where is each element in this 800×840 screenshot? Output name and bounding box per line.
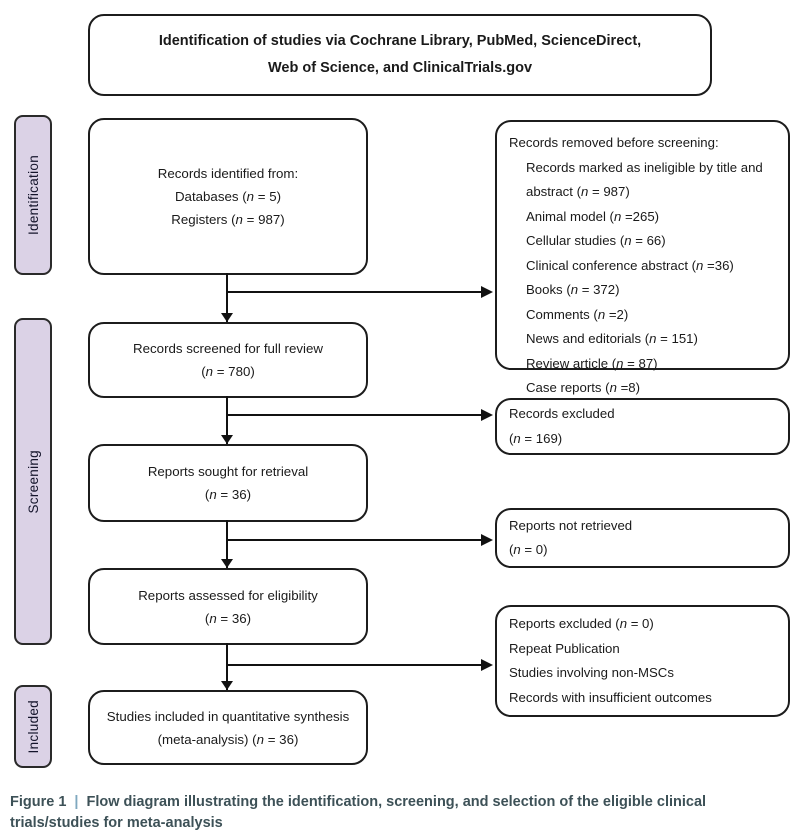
exclusion-box-line: Repeat Publication bbox=[509, 640, 620, 656]
title-box: Identification of studies via Cochrane L… bbox=[88, 14, 712, 96]
arrowhead-down-icon bbox=[221, 559, 233, 568]
exclusion-box-reports-not-retrieved: Reports not retrieved (n = 0) bbox=[495, 508, 790, 568]
arrowhead-right-icon bbox=[481, 659, 493, 671]
connector-vertical-3 bbox=[226, 520, 228, 568]
stage-label-identification: Identification bbox=[14, 115, 52, 275]
connector-vertical-2 bbox=[226, 396, 228, 444]
connector-vertical-1 bbox=[226, 273, 228, 322]
exclusion-box-records-excluded: Records excluded (n = 169) bbox=[495, 398, 790, 455]
flow-box-line: Reports sought for retrieval bbox=[147, 464, 309, 479]
exclusion-box-line: Records with insufficient outcomes bbox=[509, 689, 712, 705]
exclusion-box-line: Records excluded bbox=[509, 406, 615, 421]
figure-caption-label: Figure 1 bbox=[10, 794, 67, 810]
arrowhead-down-icon bbox=[221, 435, 233, 444]
exclusion-box-reports-excluded: Reports excluded (n = 0) Repeat Publicat… bbox=[495, 605, 790, 717]
connector-arrow-removed bbox=[227, 286, 493, 298]
flow-box-line: (n = 780) bbox=[201, 364, 255, 379]
arrowhead-down-icon bbox=[221, 681, 233, 690]
stage-label-screening-text: Screening bbox=[25, 449, 41, 514]
flow-box-line: (n = 36) bbox=[204, 610, 252, 626]
figure-caption-text: Flow diagram illustrating the identifica… bbox=[10, 794, 707, 831]
figure-caption-separator: | bbox=[74, 794, 79, 810]
exclusion-item: Records marked as ineligible by title an… bbox=[526, 159, 763, 200]
arrowhead-right-icon bbox=[481, 409, 493, 421]
flow-box-line: Studies included in quantitative synthes… bbox=[106, 708, 350, 724]
exclusion-item: Comments (n =2) bbox=[526, 306, 629, 322]
stage-label-included: Included bbox=[14, 685, 52, 768]
arrowhead-down-icon bbox=[221, 313, 233, 322]
exclusion-box-records-removed: Records removed before screening: Record… bbox=[495, 120, 790, 395]
exclusion-box-line: Reports not retrieved bbox=[509, 517, 633, 533]
connector-arrow-reports-excluded bbox=[227, 659, 493, 671]
arrowhead-right-icon bbox=[481, 534, 493, 546]
flow-box-records-identified: Records identified from: Databases (n = … bbox=[88, 118, 368, 275]
flow-box-reports-assessed: Reports assessed for eligibility (n = 36… bbox=[88, 568, 368, 645]
flow-box-line: Reports assessed for eligibility bbox=[138, 587, 318, 603]
flow-box-studies-included: Studies included in quantitative synthes… bbox=[88, 690, 368, 765]
flow-box-records-screened: Records screened for full review (n = 78… bbox=[88, 322, 368, 398]
stage-label-included-text: Included bbox=[25, 699, 41, 754]
exclusion-item: Cellular studies (n = 66) bbox=[526, 233, 666, 248]
arrowhead-right-icon bbox=[481, 286, 493, 298]
figure-caption: Figure 1 |Flow diagram illustrating the i… bbox=[10, 792, 792, 834]
exclusion-item: News and editorials (n = 151) bbox=[526, 331, 698, 346]
flow-box-line: Registers (n = 987) bbox=[171, 212, 285, 227]
connector-arrow-records-excluded bbox=[227, 409, 493, 421]
exclusion-box-line: (n = 169) bbox=[509, 430, 563, 446]
connector-arrow-not-retrieved bbox=[227, 534, 493, 546]
flow-box-line: (meta-analysis) (n = 36) bbox=[157, 731, 299, 747]
connector-vertical-4 bbox=[226, 643, 228, 690]
exclusion-box-line: Studies involving non-MSCs bbox=[509, 665, 674, 680]
flow-box-line: Records identified from: bbox=[157, 166, 299, 181]
exclusion-box-line: (n = 0) bbox=[509, 542, 548, 557]
title-line-2: Web of Science, and ClinicalTrials.gov bbox=[267, 60, 533, 76]
exclusion-item: Books (n = 372) bbox=[526, 282, 620, 297]
stage-label-identification-text: Identification bbox=[25, 155, 41, 235]
exclusion-item: Clinical conference abstract (n =36) bbox=[526, 257, 734, 273]
flow-box-reports-sought: Reports sought for retrieval (n = 36) bbox=[88, 444, 368, 522]
exclusion-item: Animal model (n =265) bbox=[526, 208, 660, 224]
flow-box-line: (n = 36) bbox=[204, 487, 252, 502]
flow-box-line: Databases (n = 5) bbox=[174, 189, 282, 204]
exclusion-item: Review article (n = 87) bbox=[526, 355, 658, 371]
flow-box-line: Records screened for full review bbox=[133, 341, 323, 356]
exclusion-box-heading: Records removed before screening: bbox=[509, 135, 719, 150]
stage-label-screening: Screening bbox=[14, 318, 52, 645]
exclusion-box-line: Reports excluded (n = 0) bbox=[509, 616, 654, 631]
exclusion-item: Case reports (n =8) bbox=[526, 380, 640, 395]
title-line-1: Identification of studies via Cochrane L… bbox=[158, 33, 642, 49]
